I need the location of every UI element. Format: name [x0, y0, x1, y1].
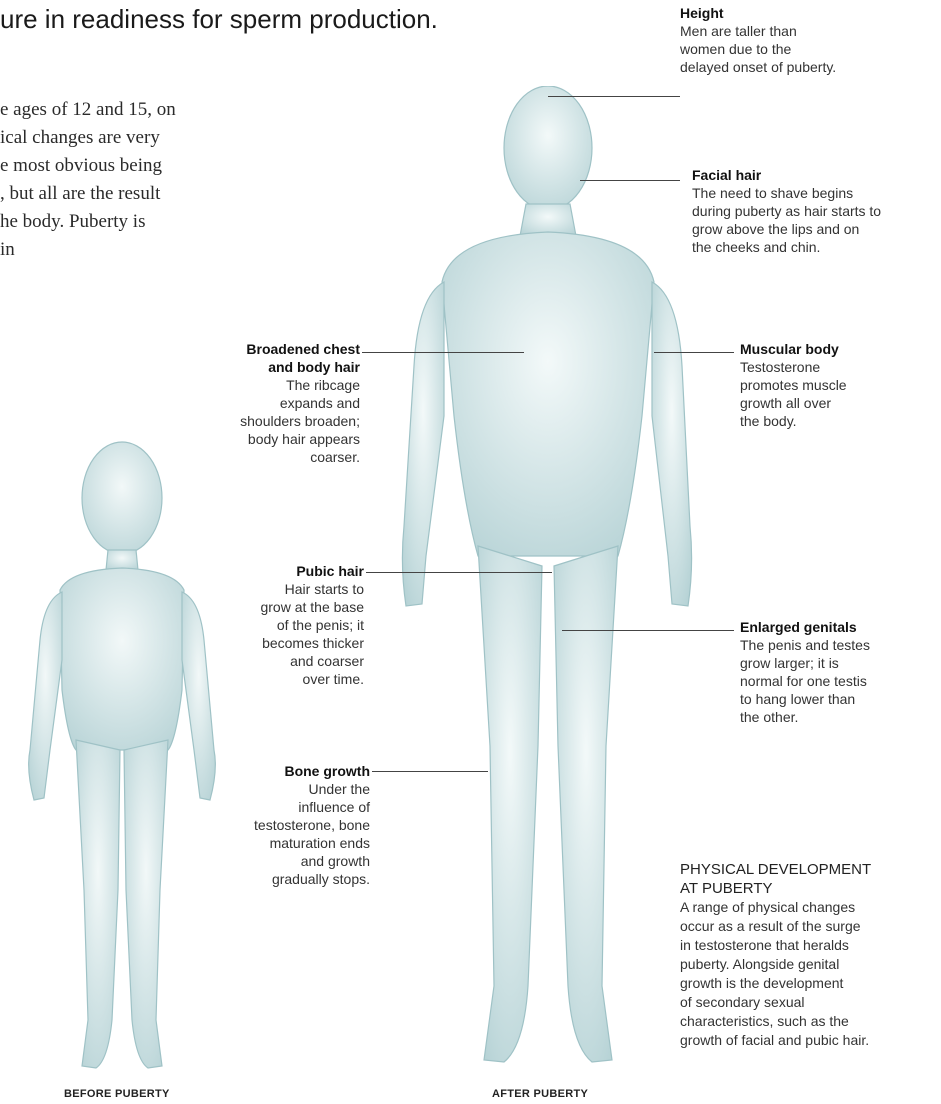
height-label: Height Men are taller than women due to …: [680, 4, 935, 76]
muscular-leader: [654, 352, 734, 353]
chest-text: The ribcage: [186, 376, 360, 394]
pubic-hair-text: becomes thicker: [220, 634, 364, 652]
facial-hair-leader: [580, 180, 680, 181]
intro-line: ical changes are very: [0, 124, 330, 152]
intro-line: in: [0, 236, 330, 264]
physical-development-box: PHYSICAL DEVELOPMENT AT PUBERTY A range …: [680, 860, 938, 1050]
genitals-text: grow larger; it is: [740, 654, 935, 672]
height-text: women due to the: [680, 40, 935, 58]
adult-figure: [392, 86, 697, 1084]
bone-growth-text: Under the: [200, 780, 370, 798]
chest-title: Broadened chest: [186, 340, 360, 358]
pubic-hair-text: over time.: [220, 670, 364, 688]
facial-hair-label: Facial hair The need to shave begins dur…: [692, 166, 937, 256]
chest-title: and body hair: [186, 358, 360, 376]
bone-growth-label: Bone growth Under the influence of testo…: [200, 762, 370, 888]
bone-growth-text: maturation ends: [200, 834, 370, 852]
genitals-text: the other.: [740, 708, 935, 726]
muscular-text: promotes muscle: [740, 376, 935, 394]
bone-growth-text: testosterone, bone: [200, 816, 370, 834]
height-title: Height: [680, 4, 935, 22]
after-puberty-caption: AFTER PUBERTY: [492, 1088, 588, 1100]
intro-line: e ages of 12 and 15, on: [0, 96, 330, 124]
genitals-text: to hang lower than: [740, 690, 935, 708]
muscular-text: the body.: [740, 412, 935, 430]
facial-hair-text: during puberty as hair starts to: [692, 202, 937, 220]
facial-hair-text: The need to shave begins: [692, 184, 937, 202]
genitals-label: Enlarged genitals The penis and testes g…: [740, 618, 935, 726]
pubic-leader: [366, 572, 552, 573]
chest-text: shoulders broaden;: [186, 412, 360, 430]
pubic-hair-text: grow at the base: [220, 598, 364, 616]
facial-hair-text: the cheeks and chin.: [692, 238, 937, 256]
genitals-leader: [562, 630, 734, 631]
box-body: A range of physical changes occur as a r…: [680, 898, 938, 1050]
chest-text: coarser.: [186, 448, 360, 466]
intro-line: he body. Puberty is: [0, 208, 330, 236]
intro-paragraph: e ages of 12 and 15, on ical changes are…: [0, 96, 330, 264]
height-text: delayed onset of puberty.: [680, 58, 935, 76]
box-body-line: growth of facial and pubic hair.: [680, 1031, 938, 1050]
bone-growth-text: influence of: [200, 798, 370, 816]
intro-line: e most obvious being: [0, 152, 330, 180]
headline: ure in readiness for sperm production.: [0, 4, 560, 35]
genitals-text: The penis and testes: [740, 636, 935, 654]
chest-text: expands and: [186, 394, 360, 412]
pubic-hair-text: of the penis; it: [220, 616, 364, 634]
box-body-line: growth is the development: [680, 974, 938, 993]
pubic-hair-title: Pubic hair: [220, 562, 364, 580]
bone-leader: [372, 771, 488, 772]
chest-text: body hair appears: [186, 430, 360, 448]
chest-leader: [362, 352, 524, 353]
bone-growth-text: and growth: [200, 852, 370, 870]
genitals-title: Enlarged genitals: [740, 618, 935, 636]
muscular-text: Testosterone: [740, 358, 935, 376]
box-body-line: puberty. Alongside genital: [680, 955, 938, 974]
box-body-line: A range of physical changes: [680, 898, 938, 917]
pubic-hair-text: and coarser: [220, 652, 364, 670]
pubic-hair-text: Hair starts to: [220, 580, 364, 598]
box-body-line: occur as a result of the surge: [680, 917, 938, 936]
genitals-text: normal for one testis: [740, 672, 935, 690]
facial-hair-title: Facial hair: [692, 166, 937, 184]
intro-line: , but all are the result: [0, 180, 330, 208]
before-puberty-caption: BEFORE PUBERTY: [64, 1088, 170, 1100]
chest-label: Broadened chest and body hair The ribcag…: [186, 340, 360, 466]
box-title-line: AT PUBERTY: [680, 879, 938, 898]
box-body-line: characteristics, such as the: [680, 1012, 938, 1031]
bone-growth-text: gradually stops.: [200, 870, 370, 888]
muscular-label: Muscular body Testosterone promotes musc…: [740, 340, 935, 430]
facial-hair-text: grow above the lips and on: [692, 220, 937, 238]
muscular-title: Muscular body: [740, 340, 935, 358]
box-title: PHYSICAL DEVELOPMENT AT PUBERTY: [680, 860, 938, 898]
box-body-line: of secondary sexual: [680, 993, 938, 1012]
muscular-text: growth all over: [740, 394, 935, 412]
height-leader: [548, 96, 680, 97]
bone-growth-title: Bone growth: [200, 762, 370, 780]
pubic-hair-label: Pubic hair Hair starts to grow at the ba…: [220, 562, 364, 688]
child-figure: [0, 420, 240, 1080]
box-title-line: PHYSICAL DEVELOPMENT: [680, 860, 938, 879]
height-text: Men are taller than: [680, 22, 935, 40]
box-body-line: in testosterone that heralds: [680, 936, 938, 955]
